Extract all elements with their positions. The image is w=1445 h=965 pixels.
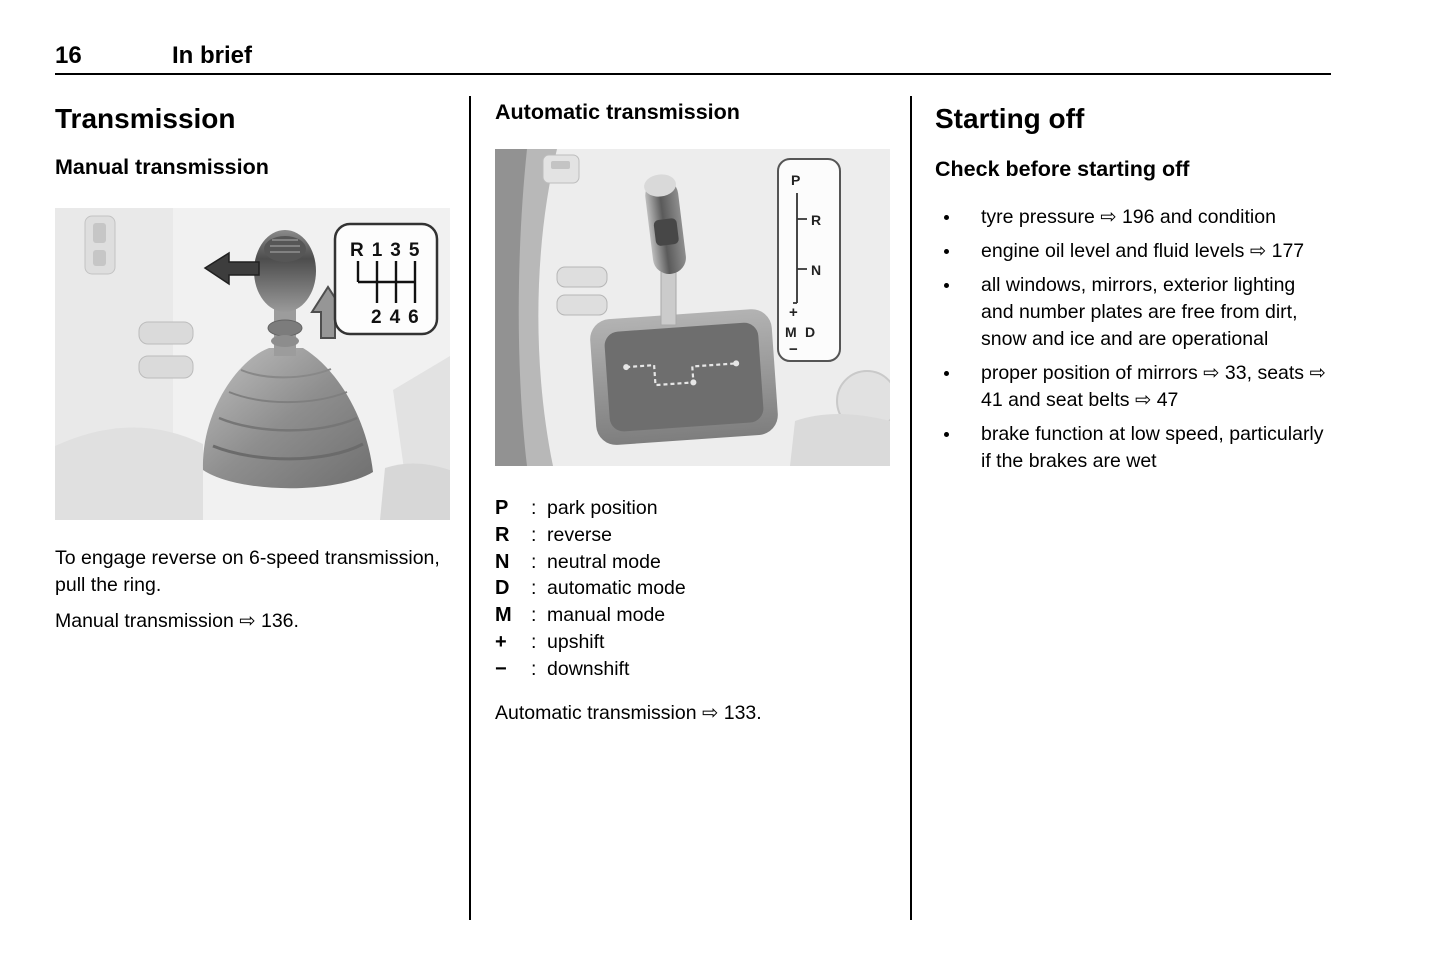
selector-legend: P: park position R: reverse N: neutral mode… (495, 495, 891, 683)
legend-separator: : (531, 497, 537, 519)
indicator-plus-label: + (789, 304, 798, 321)
legend-desc: automatic mode (547, 577, 686, 600)
legend-term: D (495, 577, 510, 600)
legend-separator: : (531, 523, 537, 546)
legend-row-m: M: manual mode (495, 602, 891, 629)
indicator-d-label: D (805, 324, 815, 340)
shift-pattern-bottom-label: 246 (371, 307, 427, 328)
legend-desc: park position (547, 497, 658, 519)
section-title: In brief (172, 42, 253, 69)
automatic-transmission-illustration: P R N + M D − (495, 149, 890, 466)
indicator-minus-label: − (789, 341, 798, 358)
console-background (495, 149, 890, 466)
legend-term: + (495, 630, 507, 653)
manual-gearshift-drawing: R135 246 (55, 208, 450, 520)
checklist-item: tyre pressure ⇨ 196 and condition (961, 204, 1331, 231)
legend-term: M (495, 604, 512, 627)
header-rule (55, 73, 1331, 75)
shift-pattern-box: R135 246 (333, 222, 439, 336)
checklist-item: brake function at low speed, particularl… (961, 421, 1331, 475)
starting-off-title: Starting off (935, 103, 1085, 134)
manual-reference: Manual transmission ⇨ 136. (55, 610, 299, 632)
indicator-m-label: M (785, 324, 797, 340)
legend-separator: : (531, 550, 537, 573)
legend-row-upshift: +: upshift (495, 629, 891, 656)
automatic-selector-drawing: P R N + M D − (495, 149, 890, 466)
legend-separator: : (531, 604, 537, 627)
page-number: 16 (55, 42, 82, 69)
legend-separator: : (531, 657, 537, 680)
position-indicator-panel: P R N + M D − (777, 158, 841, 362)
legend-term: P (495, 497, 509, 519)
legend-separator: : (531, 630, 537, 653)
indicator-p-label: P (791, 172, 800, 188)
column-divider-1 (469, 96, 471, 920)
manual-transmission-subtitle: Manual transmission (55, 155, 269, 179)
column-starting-off: Starting off Check before starting off t… (935, 96, 1331, 482)
legend-separator: : (531, 577, 537, 600)
manual-note: To engage reverse on 6-speed transmissio… (55, 547, 440, 596)
legend-desc: upshift (547, 630, 605, 653)
legend-row-downshift: −: downshift (495, 656, 891, 683)
legend-desc: neutral mode (547, 550, 661, 573)
legend-desc: manual mode (547, 604, 666, 627)
legend-term: − (495, 657, 507, 680)
gear-lever (254, 230, 316, 356)
running-header: 16 In brief (55, 42, 252, 70)
legend-row-n: N: neutral mode (495, 549, 891, 576)
column-automatic: Automatic transmission (495, 96, 891, 727)
legend-desc: reverse (547, 523, 613, 546)
legend-row-p: P: park position (495, 495, 891, 522)
column-transmission: Transmission Manual transmission (55, 96, 450, 635)
legend-row-d: D: automatic mode (495, 575, 891, 602)
check-before-starting-subtitle: Check before starting off (935, 157, 1190, 181)
automatic-transmission-subtitle: Automatic transmission (495, 100, 740, 124)
checklist-item: all windows, mirrors, exterior lighting … (961, 272, 1331, 353)
legend-desc: downshift (547, 657, 630, 680)
legend-term: N (495, 550, 510, 573)
gear-boot (202, 348, 373, 489)
pull-ring-arrow-icon (203, 251, 260, 286)
checklist-item: proper position of mirrors ⇨ 33, seats ⇨… (961, 360, 1331, 414)
selector-base (590, 309, 778, 445)
indicator-r-label: R (811, 212, 821, 228)
column-divider-2 (910, 96, 912, 920)
manual-transmission-illustration: R135 246 (55, 208, 450, 520)
transmission-title: Transmission (55, 103, 236, 134)
interior-background (55, 208, 450, 520)
checklist-item: engine oil level and fluid levels ⇨ 177 (961, 238, 1331, 265)
legend-row-r: R: reverse (495, 522, 891, 549)
legend-term: R (495, 523, 510, 546)
indicator-n-label: N (811, 262, 821, 278)
starting-off-checklist: tyre pressure ⇨ 196 and condition engine… (935, 204, 1331, 475)
shift-pattern-top-label: R135 (350, 240, 427, 261)
automatic-reference: Automatic transmission ⇨ 133. (495, 701, 762, 724)
selector-lever (644, 174, 686, 326)
